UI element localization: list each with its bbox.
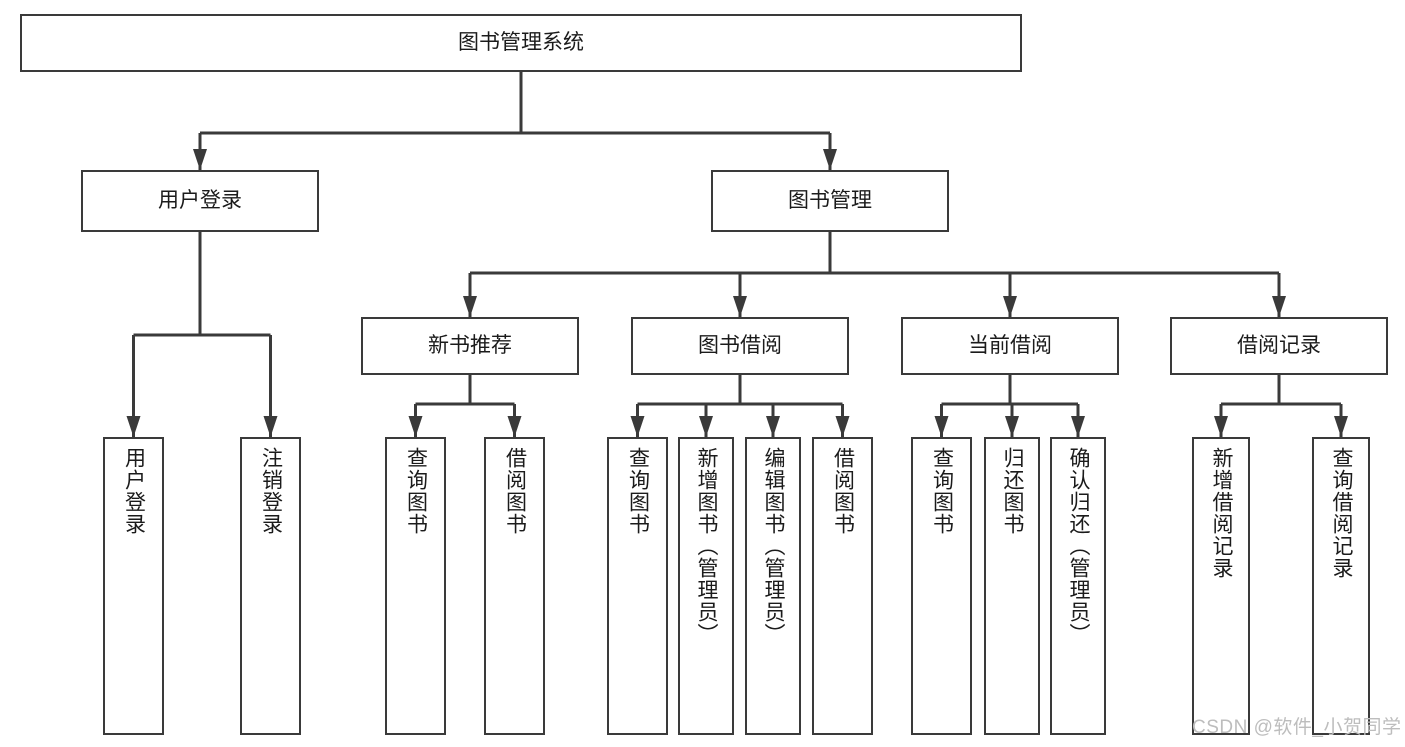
node-label: 确认归还（管理员） [1067,447,1091,645]
node-label: 查询图书 [930,447,954,535]
node-label: 注销登录 [259,447,283,535]
edge-arrowhead [1334,416,1348,437]
edge-arrowhead [1003,296,1017,317]
node-leaf5[interactable]: 查询图书 [607,437,668,735]
edge-arrowhead [934,416,949,437]
edge-arrowhead [699,416,713,437]
node-label: 当前借阅 [968,333,1052,357]
node-leaf3[interactable]: 查询图书 [385,437,446,735]
edge-arrowhead [1272,296,1286,317]
node-label: 查询图书 [404,447,428,535]
node-l3b[interactable]: 图书借阅 [631,317,849,375]
node-leaf13[interactable]: 查询借阅记录 [1312,437,1370,735]
node-l3d[interactable]: 借阅记录 [1170,317,1388,375]
edge-arrowhead [766,416,780,437]
node-leaf10[interactable]: 归还图书 [984,437,1040,735]
node-label: 用户登录 [122,447,146,535]
node-label: 归还图书 [1001,447,1025,535]
edge-arrowhead [126,416,141,437]
edge-arrowhead [823,149,837,170]
edge-arrowhead [630,416,645,437]
node-root[interactable]: 图书管理系统 [20,14,1022,72]
edge-arrowhead [733,296,747,317]
node-l2a[interactable]: 用户登录 [81,170,319,232]
node-label: 借阅图书 [503,447,527,535]
node-label: 新增借阅记录 [1210,447,1234,579]
node-label: 图书管理系统 [458,30,584,54]
node-leaf4[interactable]: 借阅图书 [484,437,545,735]
edge-arrowhead [1214,416,1228,437]
node-label: 新增图书（管理员） [695,447,719,645]
edge-arrowhead [507,416,522,437]
edge-arrowhead [193,149,207,170]
node-label: 查询图书 [626,447,650,535]
node-label: 新书推荐 [428,333,512,357]
node-label: 用户登录 [158,188,242,212]
node-leaf2[interactable]: 注销登录 [240,437,301,735]
node-l3a[interactable]: 新书推荐 [361,317,579,375]
node-leaf12[interactable]: 新增借阅记录 [1192,437,1250,735]
node-l2b[interactable]: 图书管理 [711,170,949,232]
csdn-watermark: CSDN @软件_小贺同学 [1192,717,1402,738]
node-l3c[interactable]: 当前借阅 [901,317,1119,375]
node-label: 查询借阅记录 [1330,447,1354,579]
edge-arrowhead [408,416,423,437]
node-leaf11[interactable]: 确认归还（管理员） [1050,437,1106,735]
node-leaf1[interactable]: 用户登录 [103,437,164,735]
node-label: 编辑图书（管理员） [762,447,786,645]
node-leaf6[interactable]: 新增图书（管理员） [678,437,734,735]
edge-arrowhead [263,416,278,437]
edge-arrowhead [835,416,850,437]
node-leaf7[interactable]: 编辑图书（管理员） [745,437,801,735]
node-label: 借阅记录 [1237,333,1321,357]
node-leaf8[interactable]: 借阅图书 [812,437,873,735]
edge-arrowhead [463,296,477,317]
edge-arrowhead [1005,416,1019,437]
edge-arrowhead [1071,416,1085,437]
node-label: 图书管理 [788,188,872,212]
node-label: 图书借阅 [698,333,782,357]
node-leaf9[interactable]: 查询图书 [911,437,972,735]
node-label: 借阅图书 [831,447,855,535]
